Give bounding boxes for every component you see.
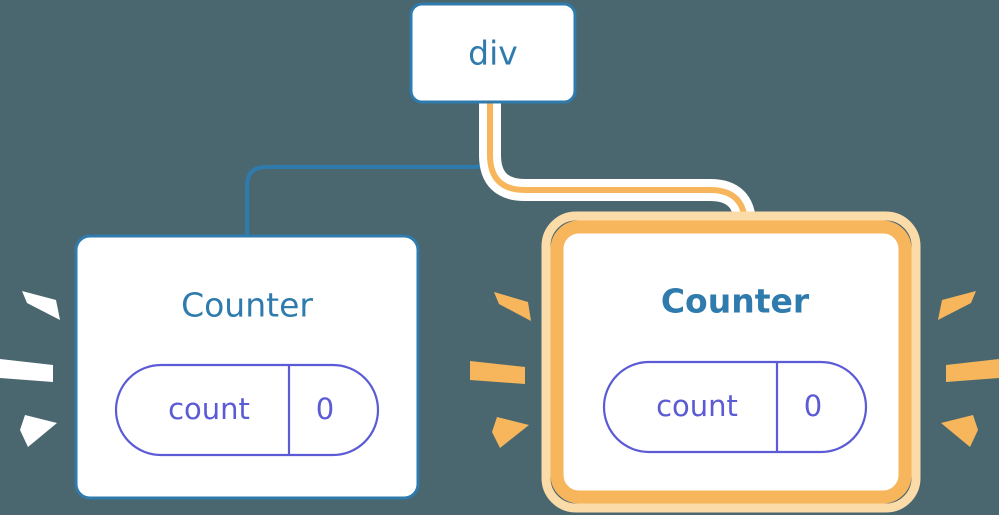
state-pill-right-value: 0 <box>804 389 822 423</box>
node-div-label: div <box>468 34 518 73</box>
node-counter-right-label: Counter <box>661 282 810 321</box>
burst-ray-lower <box>20 415 57 447</box>
burst-middle <box>470 292 531 448</box>
burst-ray-lower <box>941 415 978 447</box>
node-counter-left-label: Counter <box>181 286 313 325</box>
node-div-box[interactable] <box>409 2 577 104</box>
state-pill-right-name: count <box>656 389 738 423</box>
burst-ray-middle <box>0 359 53 382</box>
state-pill-left-name: count <box>168 392 250 426</box>
node-counter-right-glow <box>541 211 921 513</box>
state-pill-right[interactable]: count 0 <box>602 360 868 454</box>
node-div[interactable]: div <box>409 2 577 104</box>
burst-ray-upper <box>938 291 976 320</box>
edge-div-to-counter-left <box>245 102 495 240</box>
state-pill-right-outline <box>602 360 868 454</box>
node-counter-left[interactable]: Counter count 0 <box>74 234 420 500</box>
burst-ray-upper <box>494 292 531 321</box>
node-counter-right[interactable]: Counter count 0 <box>541 211 921 513</box>
burst-right <box>938 291 999 447</box>
state-pill-left-value: 0 <box>316 392 334 426</box>
edge-div-to-counter-right <box>487 100 748 248</box>
burst-left-outer <box>0 291 60 447</box>
state-pill-left[interactable]: count 0 <box>114 363 380 457</box>
burst-ray-upper <box>22 291 60 320</box>
burst-ray-lower <box>492 417 529 448</box>
state-pill-left-outline <box>114 363 380 457</box>
burst-ray-middle <box>470 361 525 384</box>
burst-ray-middle <box>946 359 999 382</box>
